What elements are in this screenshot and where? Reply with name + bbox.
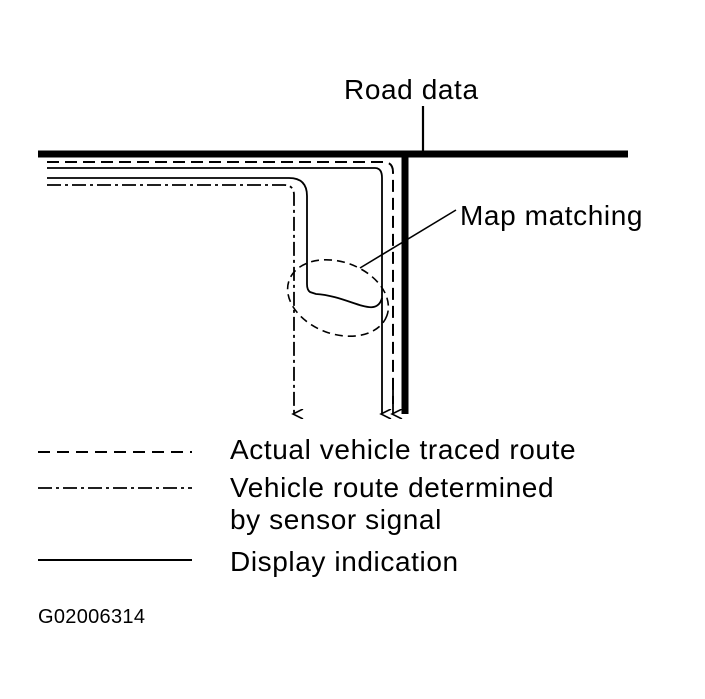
legend-dashed-label: Actual vehicle traced route (230, 434, 576, 465)
map-matching-label: Map matching (460, 200, 643, 231)
legend: Actual vehicle traced route Vehicle rout… (38, 434, 576, 577)
figure-code: G02006314 (38, 606, 145, 628)
actual-route-path (47, 161, 394, 404)
road-data-label: Road data (344, 74, 479, 105)
legend-dashdot-label-line2: by sensor signal (230, 504, 442, 535)
road-lines (38, 150, 628, 414)
display-indication-path (47, 167, 383, 309)
sensor-route-path (47, 184, 294, 414)
map-matching-leader (359, 209, 457, 269)
legend-dashdot-label-line1: Vehicle route determined (230, 472, 554, 503)
legend-solid-label: Display indication (230, 546, 459, 577)
map-matching-ellipse (286, 258, 390, 338)
